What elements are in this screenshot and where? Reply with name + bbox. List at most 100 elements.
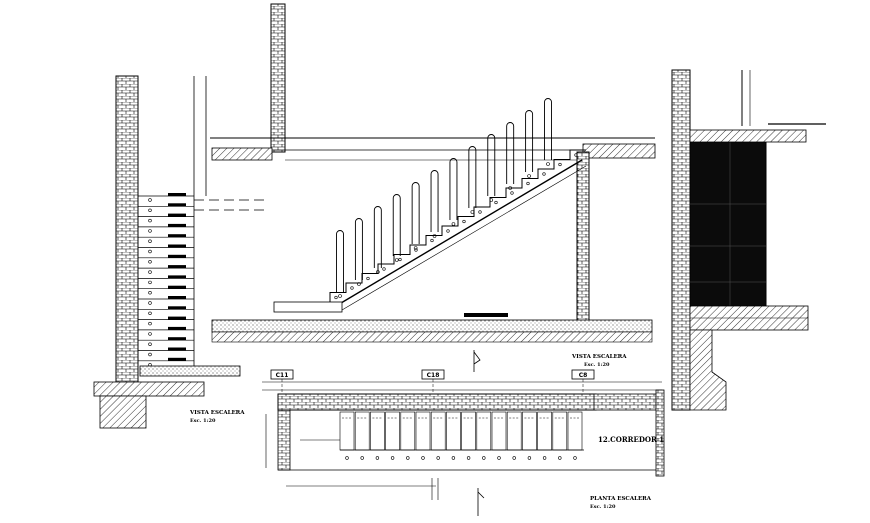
left-floor-slab [139, 365, 241, 377]
left-step-bolt [148, 229, 152, 233]
stair-bolt [366, 276, 370, 281]
left-step-bolt [148, 342, 152, 346]
stair-bolt [334, 295, 338, 300]
plan-tread [370, 411, 385, 451]
left-step-bolt [148, 280, 152, 285]
left-step-nosing [168, 254, 186, 258]
left-view-scale: Esc. 1:20 [190, 418, 216, 424]
baluster [468, 146, 477, 208]
right-elevation [671, 69, 826, 411]
plan-tread [552, 411, 568, 451]
baluster [449, 158, 458, 220]
ground-floor-slab [211, 319, 653, 333]
left-step-bolt [148, 198, 152, 202]
stair-bolt [478, 210, 482, 214]
plan-tread [461, 411, 476, 451]
stair-bolt [414, 248, 418, 252]
main-view-scale: Esc. 1:20 [584, 362, 610, 368]
plan-tread-bolt [451, 456, 456, 460]
stair-bolt [526, 181, 530, 186]
baluster [525, 110, 534, 172]
baluster [392, 194, 401, 256]
column-tag-label: C11 [276, 372, 289, 379]
left-step-nosing [168, 357, 186, 361]
landing-slab [582, 143, 656, 159]
right-top-slab [689, 129, 807, 143]
plan-tread-bolt [345, 456, 349, 460]
plan-tread-bolt [558, 456, 562, 460]
plan-tread-bolt [573, 456, 577, 460]
plan-view-title: PLANTA ESCALERA [590, 496, 652, 502]
plan-tread [522, 411, 537, 451]
stair-bolt [542, 172, 546, 176]
left-step-bolt [148, 301, 152, 305]
baluster [544, 98, 552, 160]
baluster [506, 122, 515, 184]
plan-view-scale: Esc. 1:20 [590, 504, 616, 510]
left-step-nosing [168, 306, 186, 310]
stair-bolt [462, 219, 466, 224]
plan-tread [415, 411, 431, 451]
main-view-title: VISTA ESCALERA [571, 354, 627, 360]
right-wall-grid [690, 134, 766, 306]
plan-tread [476, 411, 492, 451]
plan-tread-bolt [527, 456, 532, 460]
left-brick-wall [115, 75, 139, 399]
stair-section: VISTA ESCALERA Esc. 1:20 [210, 3, 656, 372]
left-step-bolt [148, 260, 152, 264]
baluster-anchor [432, 234, 437, 238]
room-label: 12.CORREDOR 1 [598, 435, 664, 444]
left-step-nosing [168, 223, 186, 227]
left-step-nosing [168, 337, 186, 341]
section-cut-marker [473, 350, 481, 372]
right-foundation [689, 329, 727, 411]
right-cut-wall [689, 133, 767, 307]
plan-tread-bolt [436, 456, 440, 460]
baluster-anchor [470, 210, 475, 214]
left-step-bolt [148, 332, 152, 336]
left-step-stack [138, 193, 194, 367]
baluster [354, 218, 363, 280]
baluster-anchor [338, 294, 342, 298]
baluster-anchor [376, 270, 380, 274]
left-step-nosing [168, 326, 186, 330]
left-ground-hatch [93, 381, 205, 397]
baluster-anchor [508, 186, 512, 190]
stair-bolt [430, 238, 434, 243]
baluster-anchor [357, 282, 361, 286]
plan-tread-bolt [421, 456, 425, 460]
stair-bolt [558, 162, 562, 167]
plan-tread [400, 411, 416, 451]
plan-tread-bolt [466, 456, 471, 460]
baluster [411, 182, 420, 244]
upper-left-slab [211, 147, 273, 161]
stair-bolt [350, 286, 354, 290]
plan-tread-bolt [390, 456, 395, 460]
baluster [336, 230, 344, 292]
left-step-bolt [148, 321, 152, 326]
baluster-anchor [489, 198, 494, 202]
left-step-bolt [148, 270, 152, 274]
left-step-nosing [168, 316, 186, 320]
stair-bolt [446, 229, 450, 233]
left-view-title: VISTA ESCALERA [189, 410, 245, 416]
left-elevation: VISTA ESCALERA Esc. 1:20 [93, 75, 264, 429]
plan-top-wall [277, 393, 597, 411]
bottom-landing-block [273, 301, 343, 313]
plan-left-wall [277, 409, 291, 471]
plan-treads [339, 411, 584, 460]
left-step-bolt [148, 239, 152, 243]
baluster [487, 134, 496, 196]
baluster-anchor [527, 174, 531, 178]
plan-tread-bolt [406, 456, 410, 460]
column-tag-label: C18 [427, 372, 440, 379]
handrail-balusters [336, 98, 552, 298]
plan-tread-bolt [375, 456, 380, 460]
plan-tread-bolt [497, 456, 501, 460]
left-step-bolt [148, 208, 152, 213]
plan-cut-marker [477, 488, 485, 516]
plan-tread [537, 411, 552, 451]
stair-stringer-inner [341, 165, 587, 311]
